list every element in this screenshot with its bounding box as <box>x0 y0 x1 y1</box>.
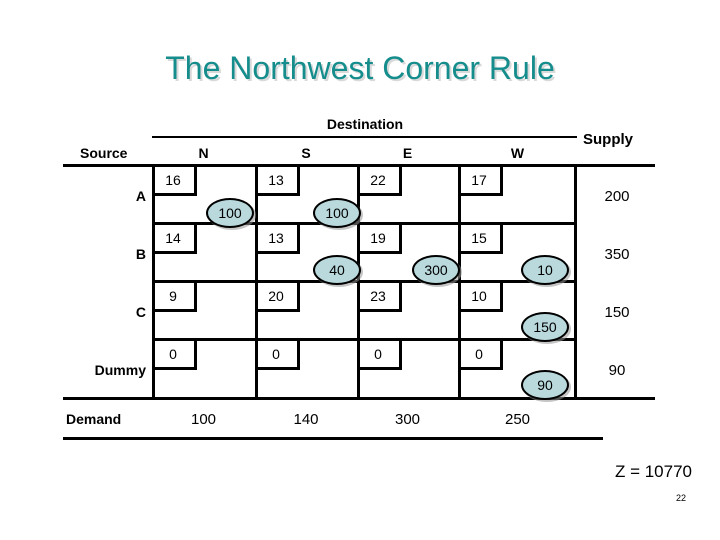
row-label-a: A <box>135 188 146 204</box>
grid-bottom-border <box>63 397 655 400</box>
supply-value-c: 150 <box>604 304 630 321</box>
supply-value-dummy: 90 <box>608 362 626 379</box>
row-separator-b-c <box>152 280 577 283</box>
cost-cell-c-n: 9 <box>152 282 197 312</box>
grid-border-right <box>574 166 577 398</box>
grid-divider-n-s <box>255 166 258 398</box>
allocation-c-w: 150 <box>521 312 569 342</box>
grid-divider-s-e <box>357 166 360 398</box>
page-title: The Northwest Corner Rule <box>165 50 555 86</box>
supply-value-b: 350 <box>604 246 630 263</box>
cost-cell-dummy-s: 0 <box>255 340 300 370</box>
column-header-w: W <box>510 145 525 161</box>
allocation-a-s: 100 <box>313 198 361 228</box>
table-bottom-border <box>63 437 603 440</box>
cost-cell-b-e: 19 <box>357 224 402 254</box>
row-separator-a-b <box>152 222 577 225</box>
column-header-n: N <box>198 145 209 161</box>
cost-cell-b-w: 15 <box>458 224 503 254</box>
source-header: Source <box>80 145 128 161</box>
demand-value-s: 140 <box>293 411 319 428</box>
row-label-dummy: Dummy <box>94 362 146 378</box>
destination-header: Destination <box>326 116 404 132</box>
cost-cell-c-e: 23 <box>357 282 402 312</box>
column-header-e: E <box>402 145 413 161</box>
demand-label: Demand <box>66 411 122 427</box>
grid-top-border <box>63 164 655 167</box>
row-separator-c-dummy <box>152 338 577 341</box>
slide-number: 22 <box>675 493 686 503</box>
grid-border-left <box>152 166 155 398</box>
destination-underline <box>152 136 577 138</box>
cost-cell-a-e: 22 <box>357 166 402 196</box>
cost-cell-dummy-w: 0 <box>458 340 503 370</box>
allocation-b-s: 40 <box>313 255 361 285</box>
demand-value-e: 300 <box>394 411 421 428</box>
cost-cell-dummy-n: 0 <box>152 340 197 370</box>
supply-header: Supply <box>583 131 634 148</box>
objective-value: Z = 10770 <box>614 462 692 481</box>
cost-cell-a-w: 17 <box>458 166 503 196</box>
column-header-s: S <box>301 145 311 161</box>
row-label-b: B <box>135 246 146 262</box>
cost-cell-c-s: 20 <box>255 282 300 312</box>
cost-cell-c-w: 10 <box>458 282 503 312</box>
supply-value-a: 200 <box>604 188 630 205</box>
row-label-c: C <box>135 304 146 320</box>
allocation-b-w: 10 <box>521 255 569 285</box>
demand-value-w: 250 <box>504 411 531 428</box>
cost-cell-a-s: 13 <box>255 166 300 196</box>
allocation-dummy-w: 90 <box>521 370 569 400</box>
grid-divider-e-w <box>458 166 461 398</box>
demand-value-n: 100 <box>190 411 217 428</box>
cost-cell-dummy-e: 0 <box>357 340 402 370</box>
cost-cell-b-n: 14 <box>152 224 197 254</box>
allocation-a-n: 100 <box>206 198 254 228</box>
cost-cell-a-n: 16 <box>152 166 197 196</box>
cost-cell-b-s: 13 <box>255 224 300 254</box>
allocation-b-e: 300 <box>412 255 460 285</box>
